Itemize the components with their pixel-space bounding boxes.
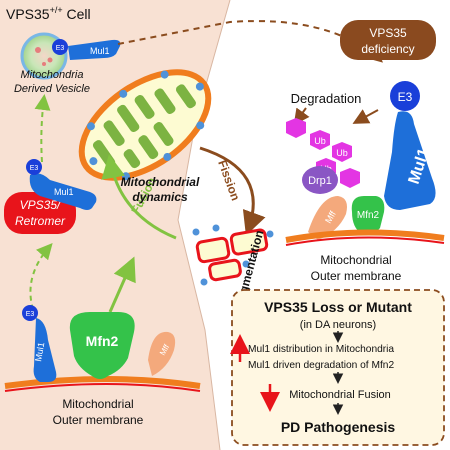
mul1-protein-bottom bbox=[33, 318, 57, 382]
mdv-dot bbox=[47, 57, 53, 63]
mff-protein-right bbox=[308, 196, 347, 240]
mdv-dot bbox=[35, 47, 41, 53]
mdv-transport-arrow bbox=[34, 94, 51, 163]
fragmented-mitochondria bbox=[192, 224, 274, 286]
retromer-label-line2: Retromer bbox=[15, 214, 66, 228]
e3-label-bottom: E3 bbox=[26, 311, 35, 318]
omm-left-line1: Mitochondrial bbox=[62, 397, 133, 411]
omm-left bbox=[4, 376, 201, 389]
omm-left-line2: Outer membrane bbox=[53, 413, 144, 427]
ub-label-1: Ub bbox=[314, 136, 326, 146]
deficiency-line2: deficiency bbox=[361, 42, 414, 56]
drp1-label: Drp1 bbox=[308, 175, 332, 187]
dynamics-line1: Mitochondrial bbox=[121, 175, 200, 189]
e3-ligase-right bbox=[390, 81, 420, 111]
cell-title: VPS35+/+ Cell bbox=[6, 5, 91, 22]
retromer-badge bbox=[4, 192, 76, 234]
mff-protein-left bbox=[148, 331, 176, 376]
summary-title: VPS35 Loss or Mutant bbox=[264, 299, 412, 315]
e3-ligase-top bbox=[52, 39, 68, 55]
fission-label: Fission bbox=[215, 158, 243, 202]
ub-label-2: Ub bbox=[336, 148, 348, 158]
mul1-label-top: Mul1 bbox=[90, 46, 110, 56]
omm-right-line2: Outer membrane bbox=[311, 269, 402, 283]
summary-line1: Mul1 distribution in Mitochondria bbox=[248, 344, 394, 355]
e3-label-right: E3 bbox=[398, 90, 413, 104]
degradation-label: Degradation bbox=[291, 91, 362, 106]
drp1-protein bbox=[302, 166, 338, 194]
mfn2-protein-left bbox=[69, 312, 135, 379]
cell-membrane-edge bbox=[177, 0, 231, 450]
summary-line3: Mitochondrial Fusion bbox=[289, 389, 391, 401]
summary-conclusion: PD Pathogenesis bbox=[281, 419, 396, 435]
deficiency-line1: VPS35 bbox=[369, 26, 407, 40]
mfn2-label-right: Mfn2 bbox=[357, 210, 380, 221]
e3-to-ub-arrow bbox=[352, 109, 379, 124]
mul1-label-bottom: Mul1 bbox=[33, 341, 46, 362]
e3-ligase-bottom bbox=[22, 305, 38, 321]
summary-subtitle: (in DA neurons) bbox=[300, 319, 376, 331]
omm-right-line1: Mitochondrial bbox=[320, 253, 391, 267]
mfn2-up-arrow bbox=[108, 256, 136, 313]
mul1-protein-top bbox=[68, 39, 121, 60]
dynamics-line2: dynamics bbox=[132, 190, 188, 204]
deficiency-badge bbox=[340, 20, 436, 60]
retromer-label-line1: VPS35/ bbox=[20, 198, 62, 212]
mitochondrion bbox=[78, 69, 212, 181]
e3-label-top: E3 bbox=[56, 45, 65, 52]
fission-arrow bbox=[199, 146, 266, 236]
mul1-label-middle: Mul1 bbox=[54, 187, 74, 197]
summary-line2: Mul1 driven degradation of Mfn2 bbox=[248, 360, 394, 371]
e3-ligase-middle bbox=[26, 159, 42, 175]
mul1-protein-right bbox=[384, 111, 436, 210]
fusion-arrow bbox=[101, 154, 177, 240]
mfn2-label-left: Mfn2 bbox=[86, 333, 119, 349]
mfn2-protein-right bbox=[351, 196, 385, 236]
omm-left-inner bbox=[4, 383, 201, 392]
omm-right bbox=[285, 229, 445, 243]
mul1-protein-middle bbox=[29, 173, 97, 210]
mdv-dot bbox=[42, 62, 46, 66]
omm-right-inner bbox=[285, 236, 445, 246]
mdv-label-line2: Derived Vesicle bbox=[14, 83, 90, 95]
summary-box bbox=[231, 289, 445, 446]
mdv-label-line1: Mitochondria bbox=[21, 69, 84, 81]
retromer-transport-arrow bbox=[29, 242, 53, 319]
e3-label-middle: E3 bbox=[30, 165, 39, 172]
